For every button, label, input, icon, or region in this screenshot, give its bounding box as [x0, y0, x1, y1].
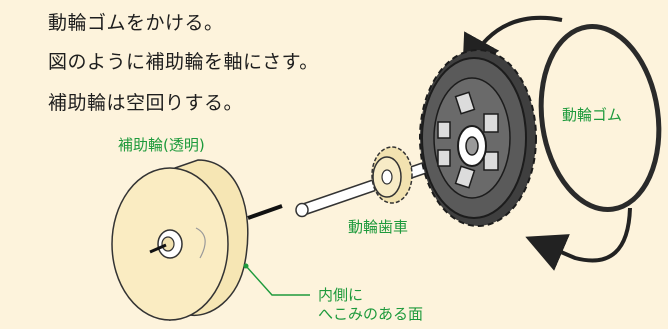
- instruction-line-3: 補助輪は空回りする。: [48, 92, 244, 114]
- curved-arrow-icon: [525, 207, 632, 271]
- auxiliary-wheel: [111, 159, 249, 321]
- axle-hidden-segment: [247, 204, 283, 220]
- inner-face-leader: [243, 263, 310, 296]
- instruction-line-1: 動輪ゴムをかける。: [48, 12, 224, 34]
- instruction-line-2: 図のように補助輪を軸にさす。: [48, 51, 319, 73]
- drive-gear: [419, 49, 537, 227]
- rubber-band-ring: [538, 24, 662, 212]
- label-rubber-band: 動輪ゴム: [562, 106, 623, 124]
- label-drive-gear: 動輪歯車: [348, 218, 409, 236]
- label-auxiliary-wheel: 補助輪(透明): [118, 136, 205, 154]
- pinion-gear: [371, 146, 413, 204]
- label-inner-face-2: へこみのある面: [318, 305, 424, 323]
- label-inner-face-1: 内側に: [318, 286, 364, 304]
